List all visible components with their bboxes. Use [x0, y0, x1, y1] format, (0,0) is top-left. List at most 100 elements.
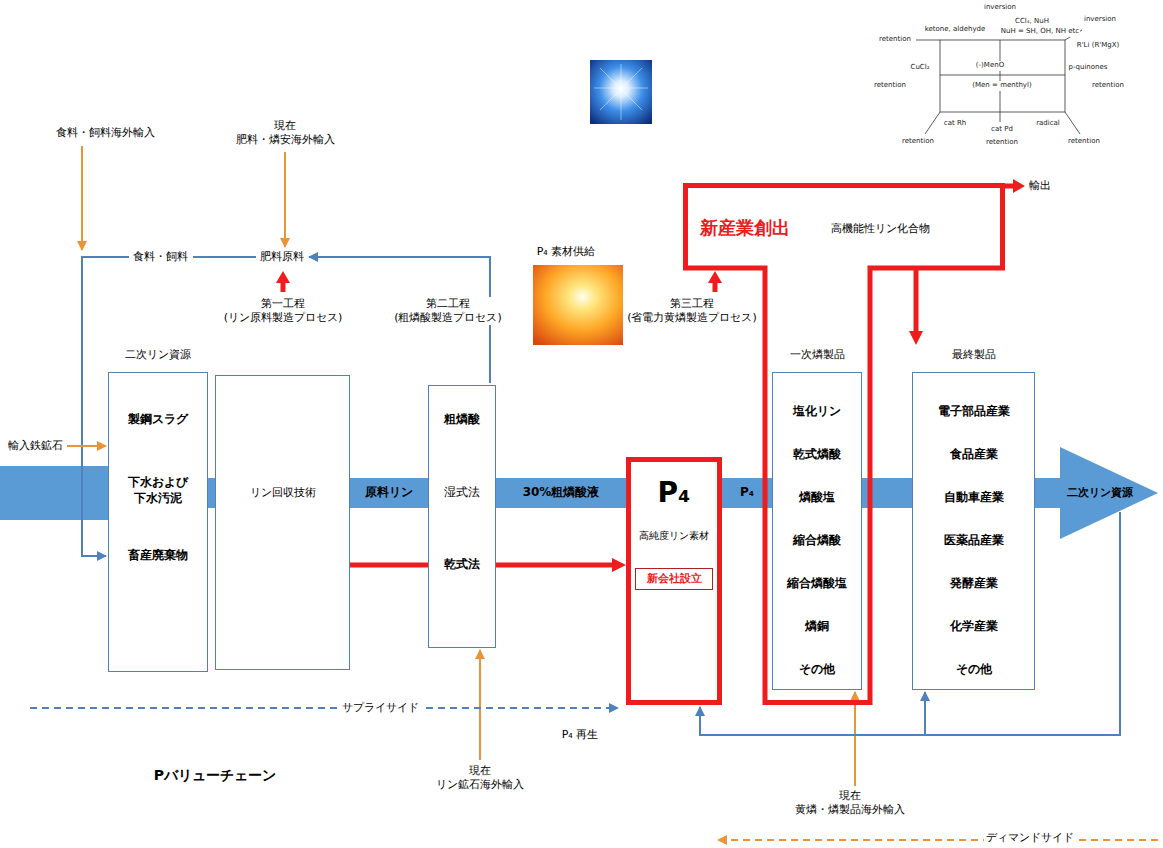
import-note: 輸入鉄鉱石 — [6, 439, 65, 453]
reaction-note: retention — [1067, 137, 1101, 146]
node-text: 下水および 下水汚泥 — [128, 475, 188, 506]
reaction-note: radical — [1035, 119, 1061, 128]
node-heading: 最終製品 — [952, 348, 996, 362]
node-heading: 新産業創出 — [700, 216, 790, 239]
node-text: 燐酸塩 — [799, 490, 835, 506]
node-text: その他 — [799, 662, 835, 678]
flow-label: P₄ 再生 — [560, 728, 601, 742]
node-text: 縮合燐酸塩 — [787, 576, 847, 592]
node-text: 高純度リン素材 — [639, 529, 709, 542]
text-line: (省電力黄燐製造プロセス) — [627, 311, 757, 325]
red-arrow-head — [276, 271, 290, 283]
process-label: 第一工程 (リン原料製造プロセス) — [222, 297, 345, 326]
red-flow — [914, 270, 919, 335]
side-label: ディマンドサイド — [984, 831, 1076, 845]
reaction-note: retention — [878, 35, 912, 44]
text-line: 下水汚泥 — [128, 491, 188, 507]
text-line: 第二工程 — [394, 297, 502, 311]
red-arrow-shaft — [281, 282, 286, 292]
node-text: 食品産業 — [950, 447, 998, 463]
node-text: 発酵産業 — [950, 576, 998, 592]
node-heading: 粗燐酸 — [444, 412, 480, 428]
text-line: リン鉱石海外輸入 — [436, 778, 524, 792]
text-line: 現在 — [795, 789, 905, 803]
demand-side-arrow — [718, 839, 1158, 841]
import-note: 現在 肥料・燐安海外輸入 — [234, 119, 337, 148]
node-text: 高機能性リン化合物 — [831, 222, 930, 236]
light-image — [590, 60, 652, 124]
import-note: 現在 黄燐・燐製品海外輸入 — [793, 789, 907, 818]
process-box: リン回収技術 — [215, 375, 350, 670]
import-note: 現在 リン鉱石海外輸入 — [434, 764, 526, 793]
node-heading: P₄ — [658, 475, 691, 511]
reaction-stubs — [916, 30, 1082, 134]
side-label: サプライサイド — [340, 701, 421, 715]
reaction-note: retention — [985, 138, 1019, 147]
node-text: その他 — [956, 662, 992, 678]
supply-side-arrow — [30, 707, 618, 709]
text-line: 現在 — [236, 119, 335, 133]
process-label: 第三工程 (省電力黄燐製造プロセス) — [625, 297, 759, 326]
node-heading: リン回収技術 — [250, 486, 316, 500]
reaction-ring — [940, 40, 1065, 112]
reaction-note: p-quinones — [1068, 63, 1109, 72]
import-arrow — [854, 692, 856, 786]
red-arrow-head — [708, 271, 722, 283]
node-text: 製鋼スラグ — [128, 412, 188, 428]
text-line: (リン原料製造プロセス) — [224, 311, 343, 325]
flow-label: P₄ 素材供給 — [535, 245, 598, 259]
material-box: P₄ 高純度リン素材新会社設立 — [626, 457, 722, 705]
recycle-line — [924, 692, 926, 735]
edge-label: 原料リン — [363, 485, 415, 501]
process-label: 第二工程 (粗燐酸製造プロセス) — [392, 297, 504, 326]
band-head — [1035, 447, 1158, 539]
node-text: 自動車産業 — [944, 490, 1004, 506]
box-border — [215, 375, 350, 670]
reaction-note: ketone, aldehyde — [924, 25, 987, 34]
red-flow — [350, 563, 428, 568]
text-line: (粗燐酸製造プロセス) — [394, 311, 502, 325]
reaction-note: retention — [901, 137, 935, 146]
light-rays — [594, 64, 648, 120]
node-text: 湿式法 — [444, 485, 480, 501]
red-arrow-shaft — [1005, 184, 1014, 189]
node-heading: 一次燐製品 — [790, 348, 845, 362]
band-flow — [208, 478, 215, 508]
box-border — [772, 372, 862, 690]
text-line: 第三工程 — [627, 297, 757, 311]
reaction-note: cat Rh — [943, 119, 967, 128]
node-text: 塩化リン — [793, 404, 841, 420]
red-arrow-head — [1013, 179, 1025, 193]
flow-label: 輸出 — [1027, 179, 1053, 193]
resource-box: 二次リン資源製鋼スラグ下水および 下水汚泥畜産廃棄物 — [108, 345, 208, 672]
node-text: 医薬品産業 — [944, 533, 1004, 549]
import-arrow — [284, 152, 286, 247]
import-arrow — [479, 650, 481, 760]
flow-label: 肥料原料 — [258, 250, 306, 264]
reaction-note: (-)MenO — [975, 61, 1005, 70]
reaction-note: retention — [873, 81, 907, 90]
reaction-scheme — [916, 30, 1082, 134]
flow-label: 食料・飼料 — [131, 250, 190, 264]
red-flow — [496, 563, 616, 568]
feed-flow-line — [193, 256, 256, 258]
node-text: 電子部品産業 — [938, 404, 1010, 420]
reaction-note: retention — [1091, 81, 1125, 90]
text-line: 現在 — [436, 764, 524, 778]
product-list-box: 最終製品電子部品産業食品産業自動車産業医薬品産業発酵産業化学産業その他 — [912, 345, 1035, 690]
band-flow — [496, 478, 626, 508]
reaction-note: NuH = SH, OH, NH etc — [1000, 27, 1080, 36]
reaction-note: CCl₄, NuH — [1014, 17, 1050, 26]
text-line: 下水および — [128, 475, 188, 491]
company-box: 新会社設立 — [635, 568, 713, 590]
import-arrow — [81, 146, 83, 250]
node-heading: 新会社設立 — [647, 572, 702, 586]
text-line: 黄燐・燐製品海外輸入 — [795, 803, 905, 817]
band-end-label: 二次リン資源 — [1065, 486, 1135, 500]
node-text: 乾式法 — [444, 557, 480, 573]
import-note: 食料・飼料海外輸入 — [54, 126, 157, 140]
red-arrow-shaft — [713, 282, 718, 292]
edge-label: P₄ — [738, 485, 756, 501]
band-flow — [350, 478, 428, 508]
import-arrow — [67, 445, 106, 447]
